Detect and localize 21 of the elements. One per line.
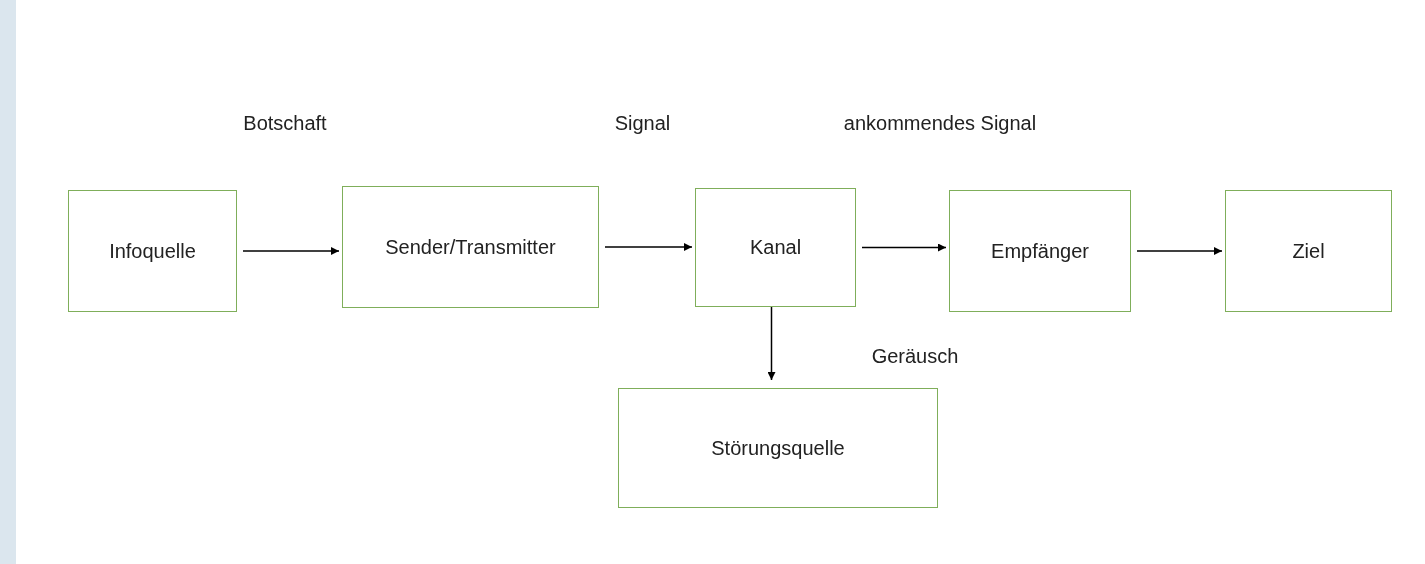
arrow: [767, 306, 776, 381]
box-label: Ziel: [1292, 239, 1325, 263]
process-box: [1225, 190, 1392, 312]
process-box: [68, 190, 237, 312]
process-box: [949, 190, 1131, 312]
box-label: Sender/Transmitter: [385, 235, 556, 259]
box-label: Störungsquelle: [711, 436, 845, 460]
arrow: [604, 243, 693, 251]
arrow: [242, 247, 340, 255]
process-box: [618, 388, 938, 508]
process-box: [342, 186, 599, 308]
signal-label: Geräusch: [870, 344, 960, 369]
process-box: [695, 188, 856, 307]
signal-label: Botschaft: [242, 111, 328, 136]
arrow: [861, 243, 947, 252]
arrow: [1136, 247, 1223, 255]
signal-label: ankommendes Signal: [842, 111, 1038, 136]
box-label: Infoquelle: [109, 239, 196, 263]
signal-label: Signal: [613, 111, 672, 136]
box-label: Empfänger: [991, 239, 1089, 263]
box-label: Kanal: [749, 236, 802, 259]
